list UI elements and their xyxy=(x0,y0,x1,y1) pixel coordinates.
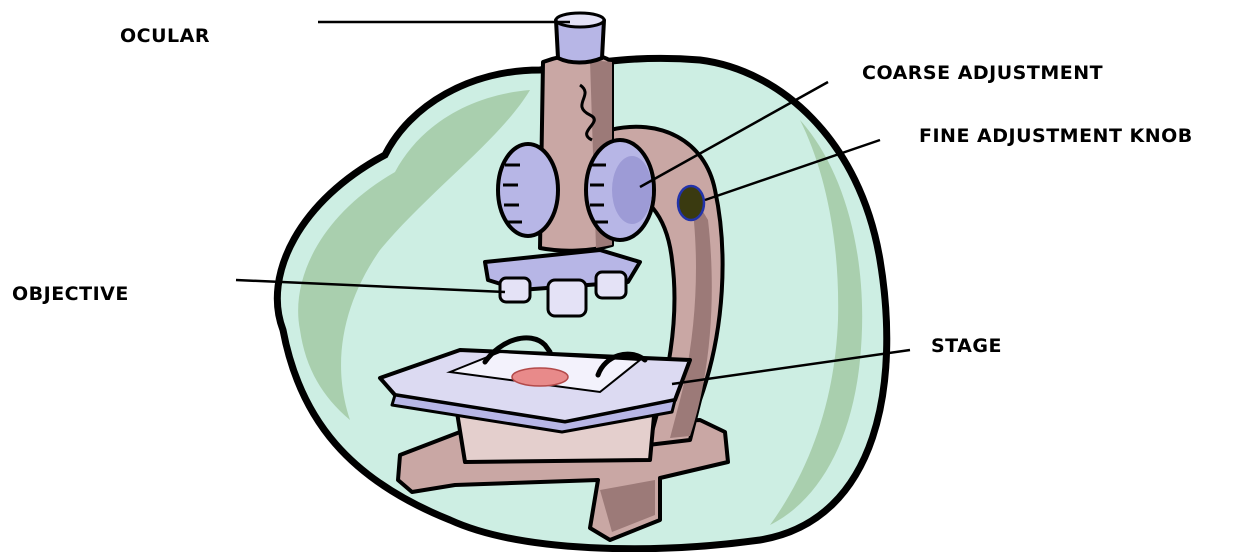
label-ocular: OCULAR xyxy=(120,25,210,47)
pointer-fine xyxy=(704,138,881,202)
specimen xyxy=(511,367,569,387)
label-fine-adjustment-knob: FINE ADJUSTMENT KNOB xyxy=(919,125,1193,147)
stage-clip-right xyxy=(595,351,648,378)
arm-shadow xyxy=(670,190,712,438)
base-foot-shadow xyxy=(600,480,655,532)
pointer-coarse xyxy=(639,80,829,189)
coarse-knob-left xyxy=(496,142,560,238)
label-objective: OBJECTIVE xyxy=(12,283,129,305)
stage-clip-left xyxy=(482,335,553,365)
stage-plate-edge xyxy=(390,393,677,434)
label-coarse-adjustment: COARSE ADJUSTMENT xyxy=(862,62,1104,84)
eyepiece-top xyxy=(554,11,606,29)
objective-lens-2 xyxy=(546,278,588,318)
pointer-stage xyxy=(671,348,911,386)
fine-adjustment-knob xyxy=(676,184,706,222)
label-stage: STAGE xyxy=(931,335,1002,357)
pointer-objective xyxy=(235,278,506,294)
blob-shading-right xyxy=(770,120,863,525)
coarse-knob-right xyxy=(584,138,656,242)
objective-lens-3 xyxy=(594,270,628,300)
objective-lens-1 xyxy=(498,276,532,304)
blob-shading xyxy=(298,90,530,420)
tube-squiggle xyxy=(579,83,596,142)
